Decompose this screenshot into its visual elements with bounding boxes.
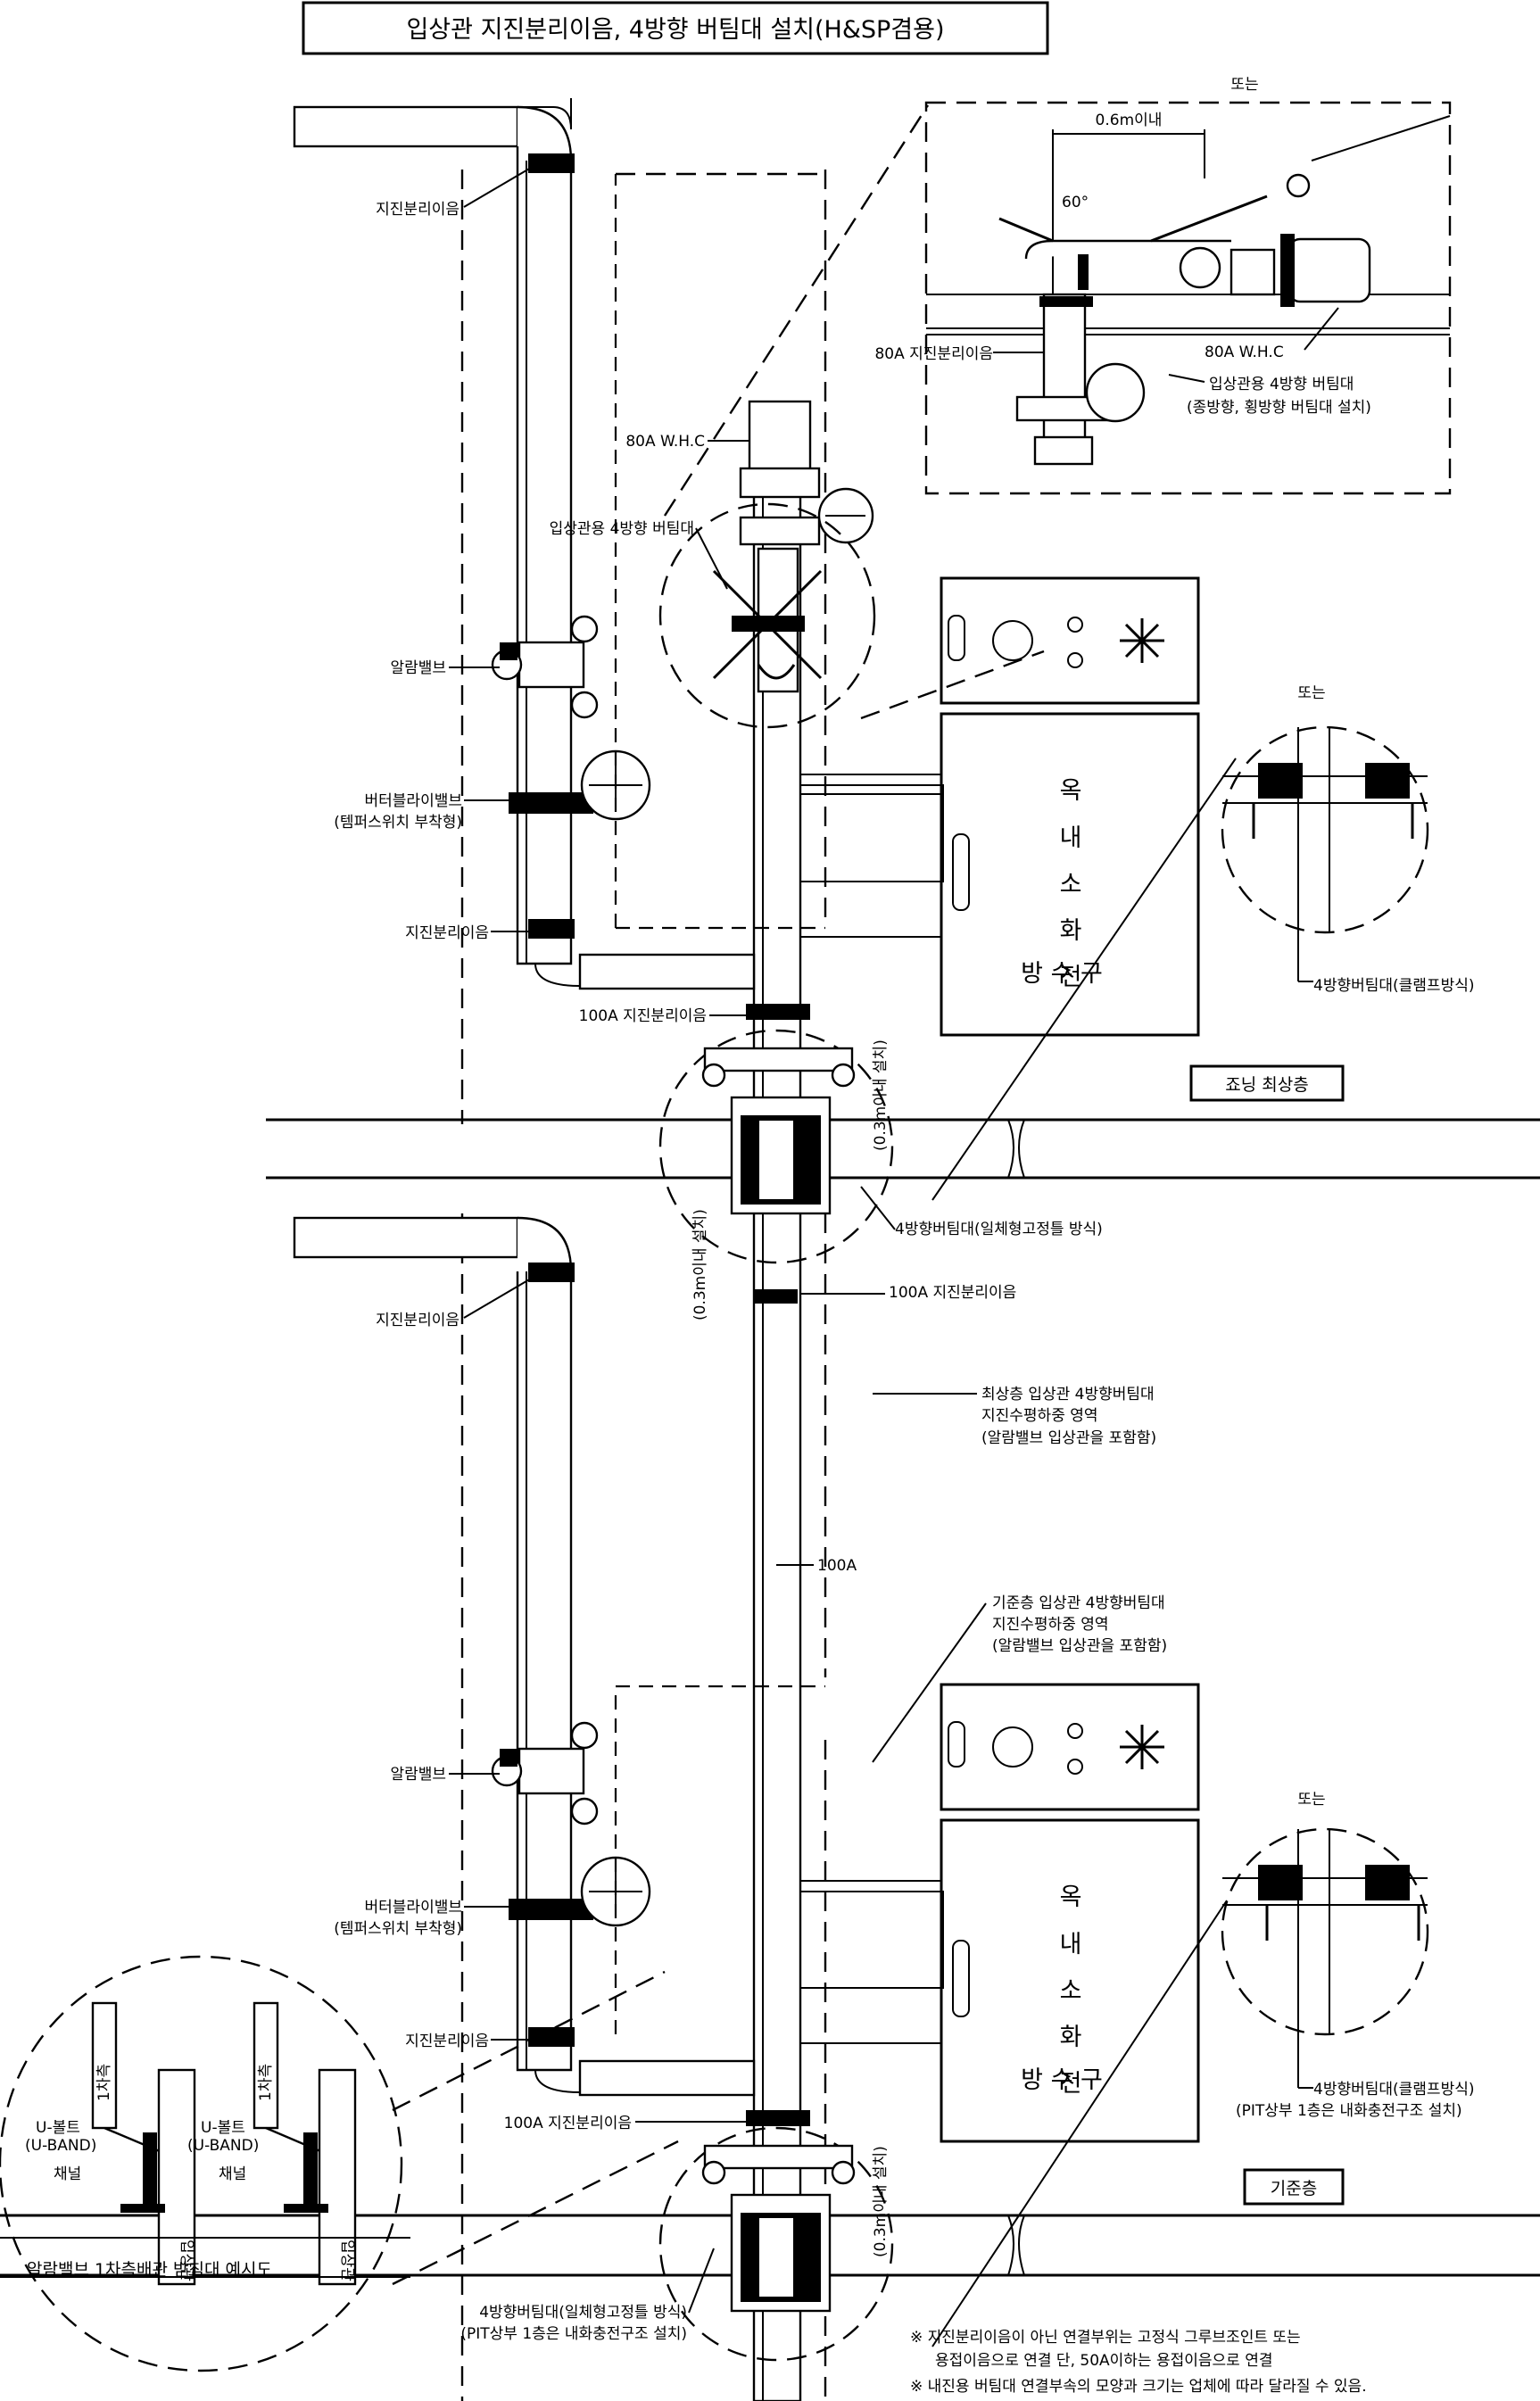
support-riser-right: 입상관 bbox=[338, 2240, 356, 2281]
lower-zone-label-box: 기준층 bbox=[1243, 2168, 1345, 2206]
support-channel-left: 채널 bbox=[54, 2165, 81, 2183]
lower-butterfly-2: (템퍼스위치 부착형) bbox=[334, 1920, 462, 1938]
upper-cabinet-letter-1: 옥 bbox=[1060, 777, 1082, 805]
lower-cabinet-letter-3: 소 bbox=[1060, 1977, 1082, 2005]
upper-dist-label-v2: (0.3m이내 설치) bbox=[691, 1209, 709, 1321]
support-channel-right: 채널 bbox=[219, 2165, 246, 2183]
upper-cabinet-letter-4: 화 bbox=[1060, 917, 1082, 945]
lower-cabinet-letter-1: 옥 bbox=[1060, 1884, 1082, 1911]
drawing-title: 입상관 지진분리이음, 4방향 버팀대 설치(H&SP겸용) bbox=[406, 16, 944, 44]
lower-alarm-valve: 알람밸브 bbox=[390, 1766, 446, 1784]
std-zone-line3: (알람밸브 입상관을 포함함) bbox=[992, 1637, 1167, 1655]
pipe-size-100a: 100A bbox=[817, 1557, 857, 1575]
lower-clamp-or-label: 또는 bbox=[1297, 1791, 1325, 1809]
notes-block: ※ 지진분리이음이 아닌 연결부위는 고정식 그루브조인트 또는 용접이음으로 … bbox=[910, 2329, 1367, 2396]
top-detail-brace-line2: (종방향, 횡방향 버팀대 설치) bbox=[1187, 399, 1371, 417]
top-zone-line2: 지진수평하중 영역 bbox=[981, 1407, 1098, 1425]
lower-cabinet-letter-4: 화 bbox=[1060, 2024, 1082, 2051]
support-primary-left: 1차측 bbox=[95, 2064, 113, 2101]
note-2: 용접이음으로 연결 단, 50A이하는 용접이음으로 연결 bbox=[935, 2352, 1272, 2370]
upper-butterfly-2: (템퍼스위치 부착형) bbox=[334, 814, 462, 832]
upper-hydrant-cabinets: 옥 내 소 화 전 방 수 구 bbox=[799, 576, 1200, 1037]
lower-coupling-top: 지진분리이음 bbox=[376, 1312, 460, 1329]
lower-coupling-bottom: 지진분리이음 bbox=[405, 2033, 489, 2050]
lower-dist-label: (0.3m이내 설치) bbox=[872, 2146, 890, 2257]
top-detail-dimension: 0.6m이내 bbox=[1096, 112, 1163, 129]
support-ubolt-right-2: (U-BAND) bbox=[187, 2137, 259, 2155]
upper-alarm-branch bbox=[293, 98, 756, 990]
seismic-coupling bbox=[528, 153, 575, 173]
lower-coupling-100a: 100A 지진분리이음 bbox=[504, 2115, 632, 2132]
butterfly-valve bbox=[509, 1899, 593, 1920]
note-3: ※ 내진용 버팀대 연결부속의 모양과 크기는 업체에 따라 달라질 수 있음. bbox=[910, 2378, 1367, 2396]
top-detail-brace-line1: 입상관용 4방향 버팀대 bbox=[1209, 376, 1354, 393]
lower-butterfly-1: 버터블라이밸브 bbox=[365, 1899, 462, 1917]
upper-brace-integrated: 4방향버팀대(일체형고정틀 방식) bbox=[895, 1221, 1103, 1238]
support-primary-right: 1차측 bbox=[257, 2064, 275, 2101]
lower-clamp-detail-circle: 또는 bbox=[1221, 1791, 1429, 2036]
lower-cabinet-letter-5: 전 bbox=[1060, 2070, 1082, 2098]
upper-cabinet-letter-2: 내 bbox=[1060, 824, 1082, 852]
lower-integrated-brace-circle bbox=[658, 2110, 894, 2362]
lower-brace-integrated-2: (PIT상부 1층은 내화충전구조 설치) bbox=[460, 2325, 687, 2343]
upper-alarm-valve: 알람밸브 bbox=[390, 659, 446, 677]
upper-butterfly-1: 버터블라이밸브 bbox=[365, 792, 462, 810]
butterfly-valve bbox=[509, 792, 593, 814]
upper-riser-brace: 입상관용 4방향 버팀대 bbox=[550, 520, 694, 538]
top-detail-coupling-80a: 80A 지진분리이음 bbox=[874, 345, 993, 363]
upper-brace-detail-circle bbox=[658, 502, 876, 729]
support-ubolt-right-1: U-볼트 bbox=[201, 2119, 245, 2137]
title-block: 입상관 지진분리이음, 4방향 버팀대 설치(H&SP겸용) bbox=[302, 1, 1049, 55]
top-detail-whc-80a: 80A W.H.C bbox=[1205, 344, 1284, 361]
lower-clamp-brace-1: 4방향버팀대(클램프방식) bbox=[1313, 2081, 1474, 2099]
upper-coupling-100a: 100A 지진분리이음 bbox=[579, 1007, 707, 1025]
std-zone-line2: 지진수평하중 영역 bbox=[992, 1616, 1109, 1634]
upper-clamp-or-label: 또는 bbox=[1297, 684, 1325, 702]
alarm-valve bbox=[517, 1747, 585, 1795]
std-zone-line1: 기준층 입상관 4방향버팀대 bbox=[992, 1594, 1165, 1612]
top-zone-line1: 최상층 입상관 4방향버팀대 bbox=[981, 1386, 1155, 1403]
top-detail-angle: 60° bbox=[1062, 194, 1089, 211]
support-detail-circle bbox=[0, 1955, 679, 2372]
upper-coupling-bottom: 지진분리이음 bbox=[405, 924, 489, 942]
support-detail-title: 알람밸브 1차측배관 받침대 예시도 bbox=[27, 2260, 272, 2280]
support-ubolt-left-2: (U-BAND) bbox=[25, 2137, 96, 2155]
lower-clamp-brace-2: (PIT상부 1층은 내화충전구조 설치) bbox=[1236, 2102, 1462, 2120]
upper-clamp-detail-circle: 또는 bbox=[1221, 684, 1429, 934]
upper-coupling-top: 지진분리이음 bbox=[376, 201, 460, 219]
upper-cabinet-bottom: 방 수 구 bbox=[1021, 960, 1103, 988]
upper-dist-label-v1: (0.3m이내 설치) bbox=[872, 1039, 890, 1151]
upper-cabinet-letter-3: 소 bbox=[1060, 871, 1082, 898]
upper-clamp-brace: 4방향버팀대(클램프방식) bbox=[1313, 977, 1474, 995]
support-riser-left: 입상관 bbox=[178, 2240, 195, 2281]
upper-zone-label: 죠닝 최상층 bbox=[1225, 1075, 1308, 1095]
upper-integrated-brace-circle bbox=[658, 1004, 894, 1264]
alarm-valve bbox=[517, 641, 585, 689]
upper-coupling-100a-below: 100A 지진분리이음 bbox=[889, 1284, 1016, 1302]
top-detail-or-label: 또는 bbox=[1230, 76, 1258, 94]
lower-cabinet-letter-2: 내 bbox=[1060, 1931, 1082, 1958]
lower-alarm-branch bbox=[293, 1216, 825, 2097]
upper-zone-label-box: 죠닝 최상층 bbox=[1189, 1064, 1345, 1102]
upper-whc: 80A W.H.C bbox=[625, 433, 705, 451]
lower-zone-label: 기준층 bbox=[1271, 2179, 1317, 2198]
main-riser-100a bbox=[752, 480, 802, 2401]
top-zone-line3: (알람밸브 입상관을 포함함) bbox=[981, 1429, 1156, 1447]
lower-brace-integrated-1: 4방향버팀대(일체형고정틀 방식) bbox=[479, 2304, 687, 2322]
support-ubolt-left-1: U-볼트 bbox=[36, 2119, 80, 2137]
note-1: ※ 지진분리이음이 아닌 연결부위는 고정식 그루브조인트 또는 bbox=[910, 2329, 1301, 2347]
lower-hydrant-cabinets: 옥 내 소 화 전 방 수 구 bbox=[799, 1683, 1200, 2143]
lower-cabinet-bottom: 방 수 구 bbox=[1021, 2066, 1103, 2094]
top-detail-box: 또는 0.6m이내 60° 80A 지진분리이음 80A W.H.C 입상관용 … bbox=[874, 76, 1452, 495]
